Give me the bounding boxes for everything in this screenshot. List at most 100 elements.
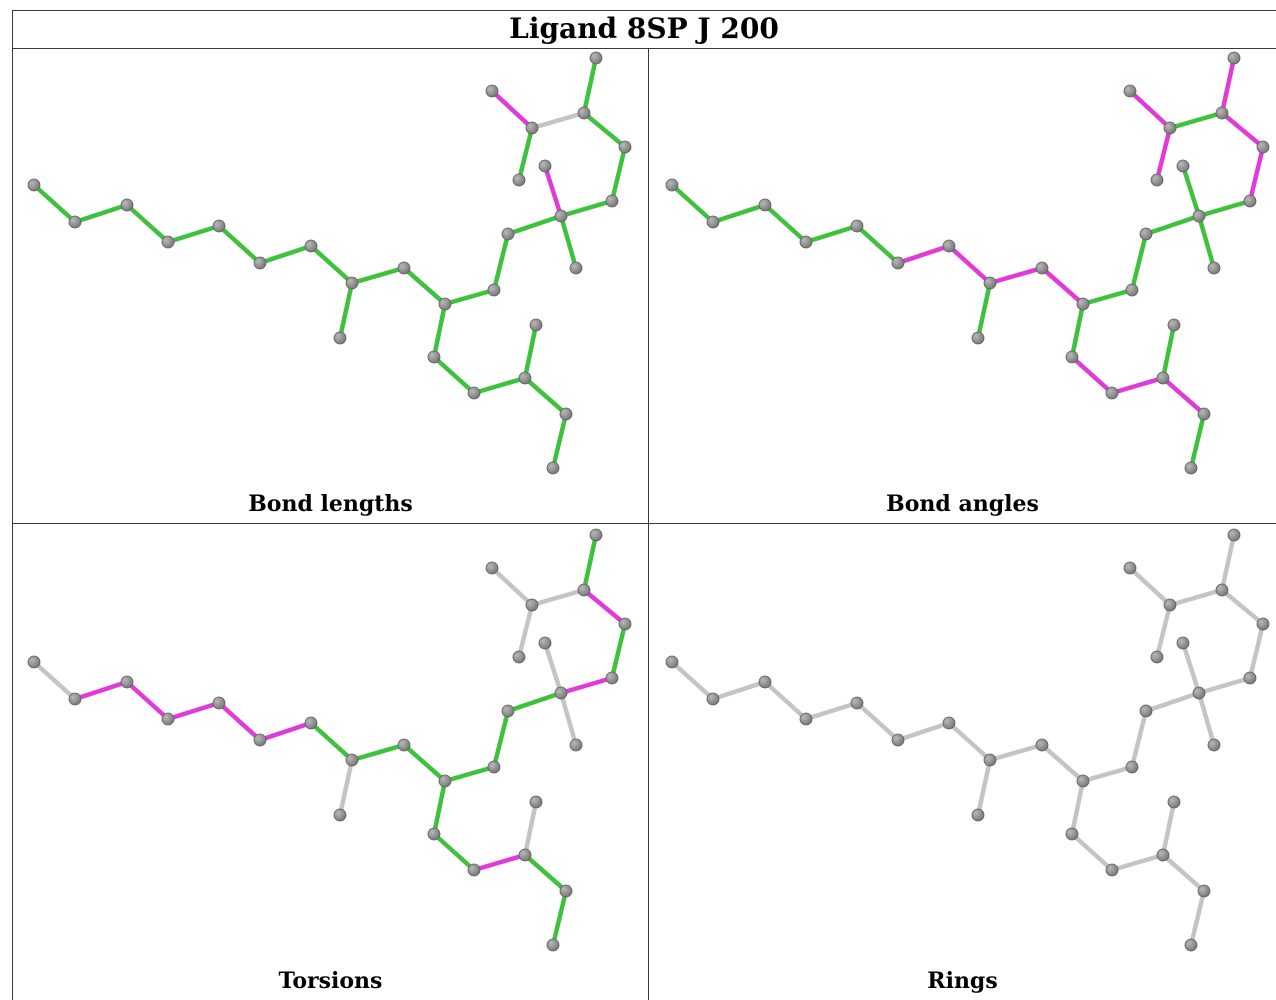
atom: [546, 938, 560, 952]
bond: [987, 265, 1045, 286]
atom: [1192, 686, 1206, 700]
left-border: [12, 10, 13, 1000]
bond: [1069, 354, 1115, 396]
bond: [72, 679, 130, 702]
bond: [710, 679, 768, 702]
title-separator: [12, 48, 1276, 49]
atom: [512, 650, 526, 664]
bond: [1143, 690, 1202, 714]
atom: [1192, 209, 1206, 223]
atom: [487, 760, 501, 774]
atom: [1076, 297, 1090, 311]
bond: [431, 831, 477, 873]
panel-bond-angles: Bond angles: [649, 49, 1276, 523]
bond: [529, 110, 587, 131]
atom: [525, 121, 539, 135]
bond: [349, 742, 407, 763]
atom: [1176, 636, 1190, 650]
bond: [1069, 301, 1086, 360]
bond: [558, 213, 579, 271]
atom: [1156, 848, 1170, 862]
bond: [1109, 852, 1166, 873]
atom: [546, 461, 560, 475]
bond: [609, 144, 628, 204]
atom: [304, 716, 318, 730]
bond: [1196, 198, 1253, 219]
molecule-rings: [665, 528, 1270, 952]
atom: [1197, 407, 1211, 421]
vertical-separator: [648, 48, 649, 1000]
bond: [308, 720, 355, 763]
bond: [165, 700, 222, 722]
caption-bond-lengths: Bond lengths: [248, 491, 413, 517]
atom: [1227, 528, 1241, 542]
bond: [442, 287, 497, 307]
atom: [345, 753, 359, 767]
atom: [1215, 583, 1229, 597]
bond: [1129, 708, 1149, 770]
atom: [799, 235, 813, 249]
atom: [27, 655, 41, 669]
figure-title: Ligand 8SP J 200: [509, 12, 779, 45]
atom: [569, 261, 583, 275]
bond: [581, 110, 628, 150]
atom: [1139, 227, 1153, 241]
bond: [762, 679, 809, 722]
bond: [216, 700, 263, 743]
atom: [577, 106, 591, 120]
atom: [1150, 173, 1164, 187]
caption-bond-angles: Bond angles: [886, 491, 1039, 517]
atom: [538, 636, 552, 650]
bond: [550, 411, 569, 471]
atom: [971, 808, 985, 822]
atom: [1139, 704, 1153, 718]
bond: [1188, 411, 1207, 471]
bond: [1219, 55, 1237, 116]
bond: [257, 243, 314, 266]
bond: [1154, 125, 1173, 183]
bond: [550, 888, 569, 948]
atom: [438, 774, 452, 788]
atom: [467, 386, 481, 400]
atom: [529, 795, 543, 809]
bond: [516, 602, 535, 660]
atom: [333, 331, 347, 345]
bond: [669, 659, 716, 702]
bond: [1080, 287, 1135, 307]
bond: [216, 223, 263, 266]
atom: [1256, 140, 1270, 154]
bond: [489, 565, 535, 608]
bond: [987, 742, 1045, 763]
bond: [542, 640, 564, 696]
bond: [581, 532, 599, 593]
bond: [471, 852, 528, 873]
atom: [850, 219, 864, 233]
bond: [803, 700, 860, 722]
atom: [120, 198, 134, 212]
atom: [665, 178, 679, 192]
bond: [1160, 322, 1177, 381]
atom: [758, 198, 772, 212]
bond: [1180, 640, 1202, 696]
atom: [120, 675, 134, 689]
bond: [1196, 675, 1253, 696]
bond: [1127, 565, 1173, 608]
caption-torsions: Torsions: [278, 968, 383, 994]
bond: [1143, 213, 1202, 237]
atom: [706, 215, 720, 229]
bond: [337, 757, 355, 818]
bond: [1039, 742, 1086, 784]
atom: [1207, 261, 1221, 275]
molecule-bond-angles: [665, 51, 1270, 475]
atom: [161, 235, 175, 249]
atom: [501, 704, 515, 718]
atom: [605, 671, 619, 685]
atom: [529, 318, 543, 332]
bond: [491, 231, 511, 293]
atom: [577, 583, 591, 597]
atom: [518, 848, 532, 862]
bond: [471, 375, 528, 396]
bond: [349, 265, 407, 286]
atom: [427, 827, 441, 841]
